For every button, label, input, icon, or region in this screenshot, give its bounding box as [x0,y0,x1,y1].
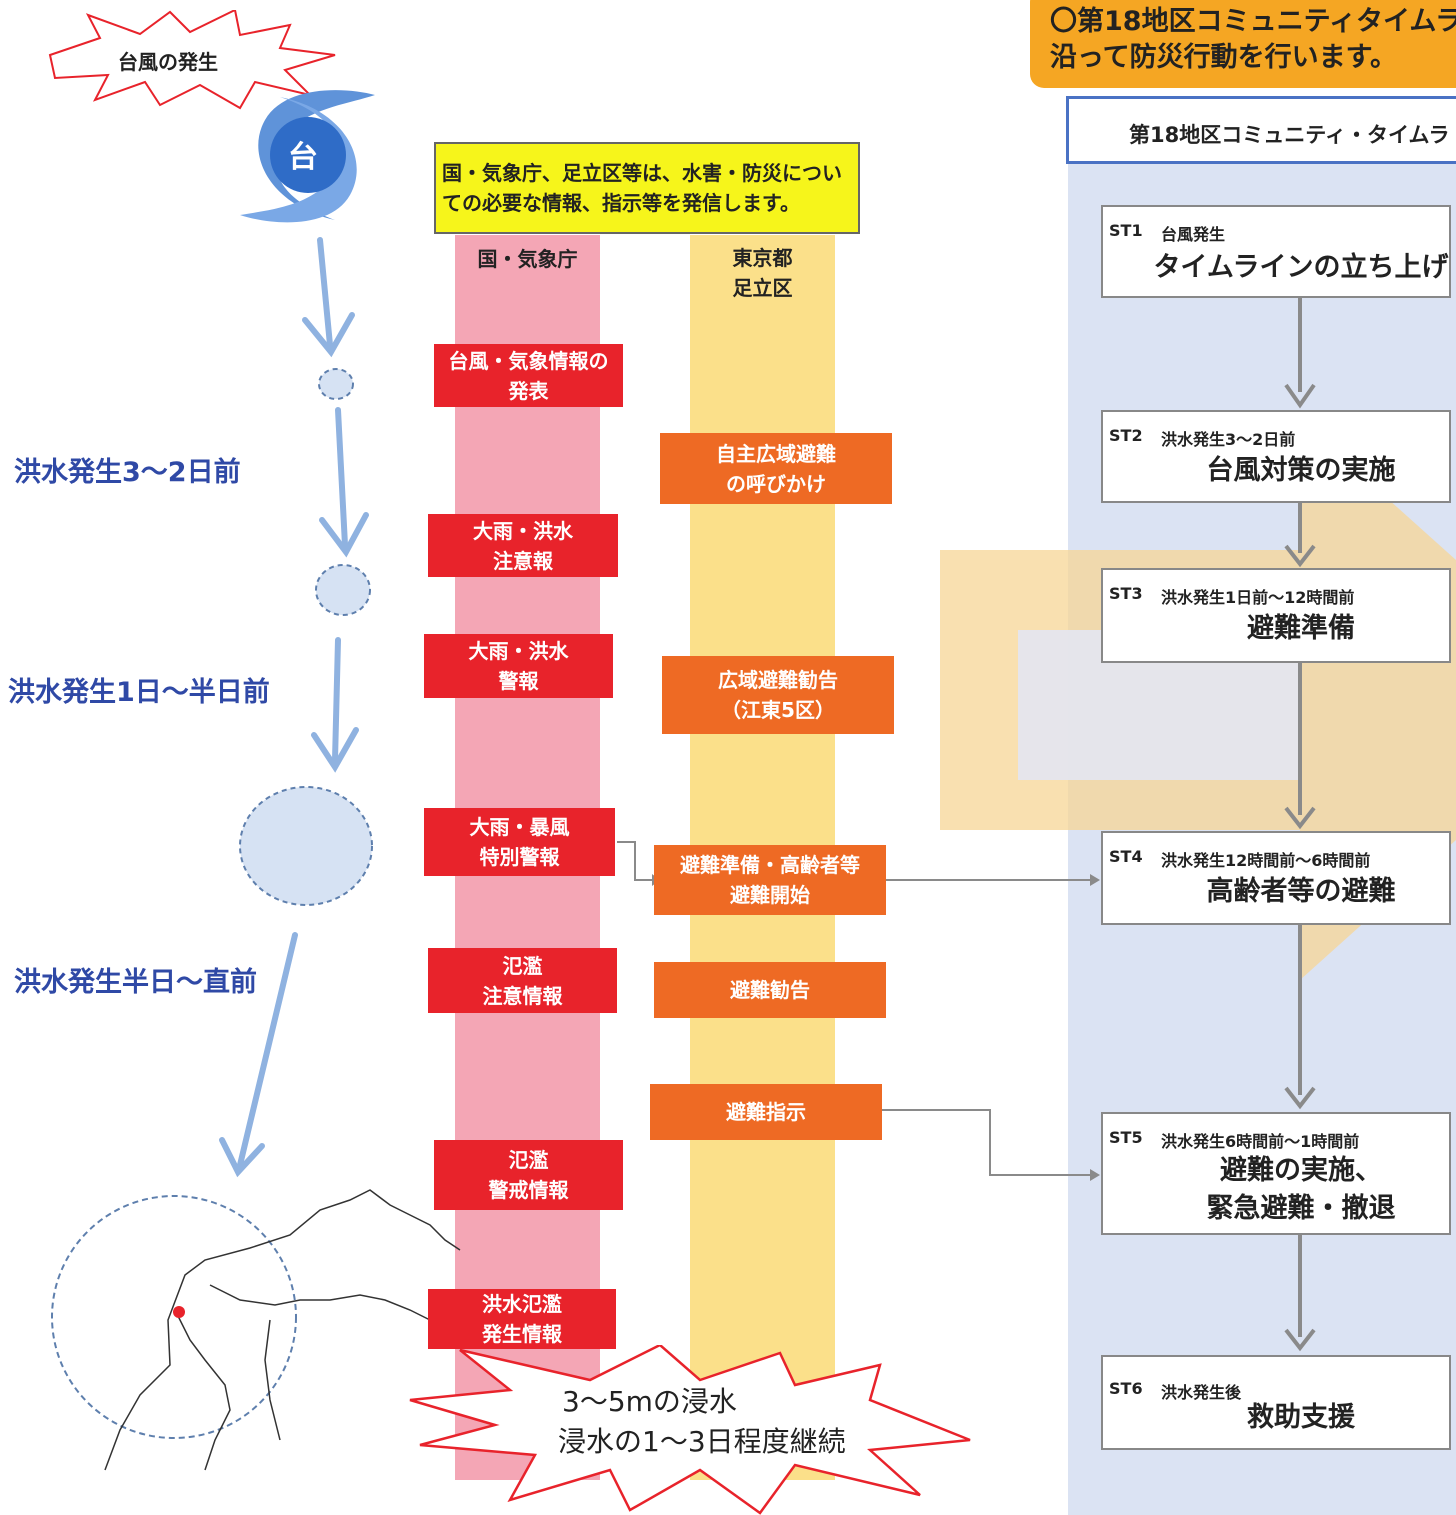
national-item: 大雨・洪水 注意報 [428,514,618,577]
community-title: 第18地区コミュニティ・タイムラ [1129,123,1450,147]
notice-text: 国・気象庁、足立区等は、水害・防災についての必要な情報、指示等を発信します。 [442,161,842,215]
tokyo-item: 広域避難勧告 （江東5区） [662,656,894,734]
step-title: 避難準備 [1247,613,1355,644]
timeline-step-st4: ST4 洪水発生12時間前～6時間前 高齢者等の避難 [1101,831,1451,925]
step-subtitle: 洪水発生6時間前～1時間前 [1161,1132,1360,1151]
flood-burst-shape [409,1345,971,1515]
typhoon-burst-shape [48,10,336,110]
step-title: タイムラインの立ち上げ [1153,252,1449,283]
step-subtitle: 洪水発生1日前～12時間前 [1161,588,1355,607]
phase-label: 洪水発生3～2日前 [14,457,241,488]
column-header-tokyo: 東京都 足立区 [732,246,793,300]
national-item: 台風・気象情報の 発表 [434,344,623,407]
typhoon-icon-label: 台 [288,140,318,175]
step-subtitle: 洪水発生12時間前～6時間前 [1161,851,1371,870]
step-code: ST4 [1109,847,1143,866]
step-code: ST6 [1109,1379,1143,1398]
typhoon-burst-label: 台風の発生 [118,50,218,74]
step-subtitle: 洪水発生3～2日前 [1161,430,1296,449]
phase-label: 洪水発生1日～半日前 [8,677,270,708]
step-title: 救助支援 [1247,1402,1355,1433]
column-header-national: 国・気象庁 [477,247,578,271]
timeline-step-st1: ST1 台風発生 タイムラインの立ち上げ [1101,205,1451,298]
flood-burst-line1: 3～5mの浸水 [562,1385,737,1418]
tokyo-item: 避難指示 [650,1084,882,1140]
typhoon-icon [240,90,375,223]
step-title: 台風対策の実施 [1206,455,1396,486]
step-code: ST2 [1109,426,1143,445]
community-title-box: 第18地区コミュニティ・タイムラ [1066,96,1456,164]
step-subtitle: 台風発生 [1161,225,1226,244]
step-code: ST5 [1109,1128,1143,1147]
notice-box: 国・気象庁、足立区等は、水害・防災についての必要な情報、指示等を発信します。 [434,142,860,234]
step-subtitle: 洪水発生後 [1161,1383,1242,1402]
tokyo-item: 避難勧告 [654,962,886,1018]
tokyo-item: 避難準備・高齢者等 避難開始 [654,845,886,915]
timeline-step-st3: ST3 洪水発生1日前～12時間前 避難準備 [1101,568,1451,663]
timeline-step-st6: ST6 洪水発生後 救助支援 [1101,1355,1451,1450]
phase-label: 洪水発生半日～直前 [14,967,257,998]
national-item: 氾濫 注意情報 [428,948,617,1013]
community-header: 〇第18地区コミュニティタイムラ 沿って防災行動を行います。 [1030,0,1456,88]
step-code: ST1 [1109,221,1143,240]
national-item: 氾濫 警戒情報 [434,1140,623,1210]
national-item: 大雨・洪水 警報 [424,634,613,698]
national-item: 大雨・暴風 特別警報 [424,808,615,876]
step-title: 高齢者等の避難 [1206,876,1396,907]
step-title: 避難の実施、 緊急避難・撤退 [1206,1155,1396,1224]
national-item: 洪水氾濫 発生情報 [428,1289,616,1349]
timeline-step-st5: ST5 洪水発生6時間前～1時間前 避難の実施、 緊急避難・撤退 [1101,1112,1451,1235]
tokyo-item: 自主広域避難 の呼びかけ [660,433,892,504]
step-code: ST3 [1109,584,1143,603]
flood-burst-line2: 浸水の1～3日程度継続 [558,1425,846,1458]
timeline-step-st2: ST2 洪水発生3～2日前 台風対策の実施 [1101,410,1451,503]
